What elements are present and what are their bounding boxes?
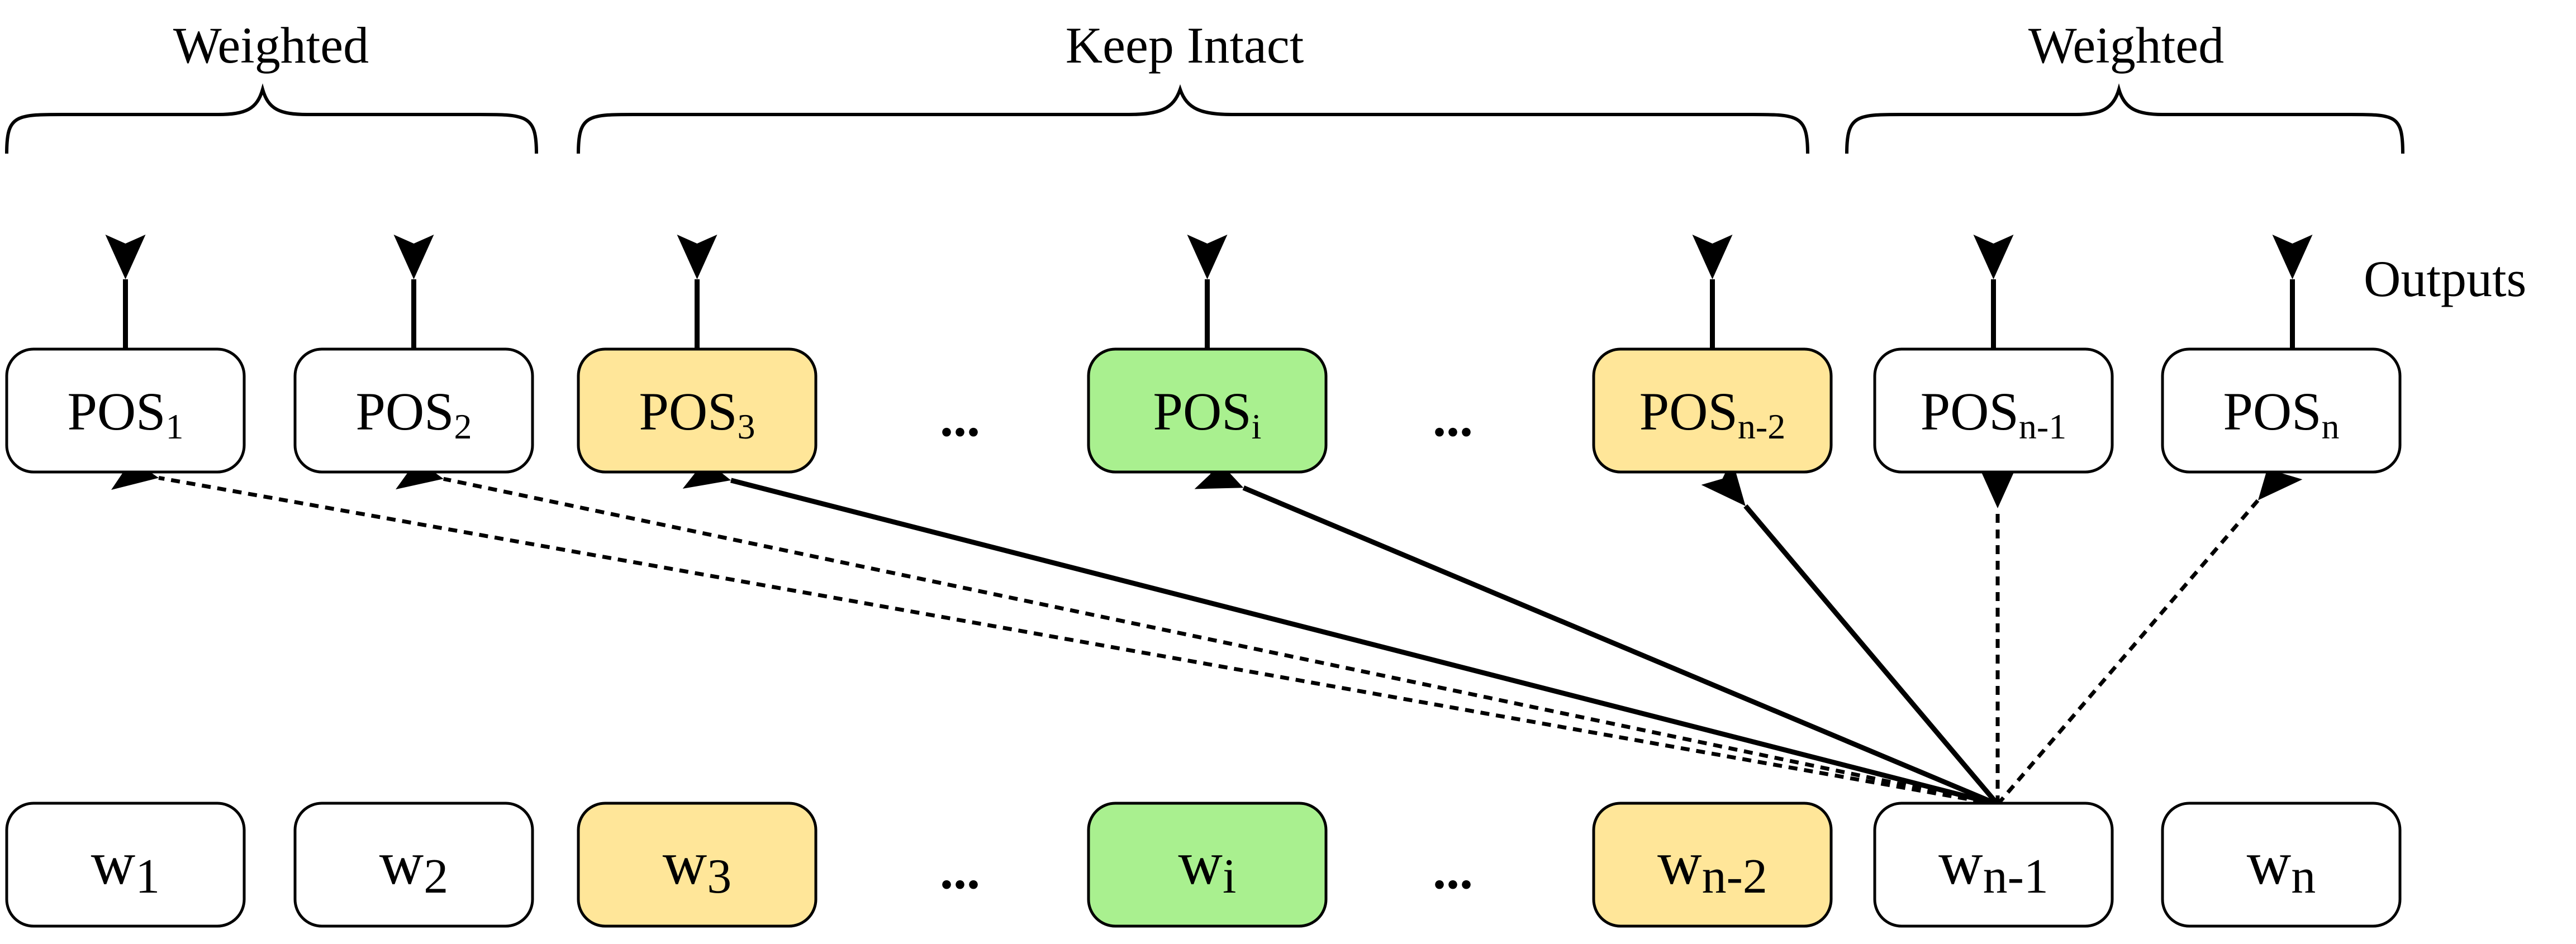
- word-label: w1: [91, 829, 160, 904]
- word-box: [293, 802, 534, 928]
- pos-node-n-2: POSn-2: [1592, 347, 1833, 474]
- pos-label: POSn-2: [1639, 382, 1785, 446]
- pos-node-1: POS1: [5, 347, 246, 474]
- pos-label: POS3: [639, 382, 755, 446]
- pos-node-3: POS3: [577, 347, 818, 474]
- word-label: wn-1: [1938, 829, 2049, 904]
- brace-left-weighted: [5, 83, 538, 154]
- pos-node-n: POSn: [2161, 347, 2402, 474]
- pos-box: [577, 347, 818, 474]
- word-node-n: wn: [2161, 802, 2402, 928]
- ellipsis-pos-right: ...: [1433, 388, 1473, 447]
- word-box: [1873, 802, 2114, 928]
- pos-label: POSn: [2223, 382, 2339, 446]
- group-label-keep-intact: Keep Intact: [1066, 17, 1304, 74]
- pos-label: POS1: [67, 382, 183, 446]
- pos-label: POS2: [355, 382, 472, 446]
- brace-keep-intact: [577, 84, 1809, 154]
- word-label: wi: [1178, 829, 1237, 904]
- brace-right-weighted: [1845, 83, 2404, 154]
- edge-to-pos-3: [682, 450, 1999, 807]
- pos-box: [5, 347, 246, 474]
- word-box: [2161, 802, 2402, 928]
- word-label: wn: [2247, 829, 2316, 904]
- pos-box: [1592, 347, 1833, 474]
- word-node-1: w1: [5, 802, 246, 928]
- pos-label: POSn-1: [1921, 382, 2066, 446]
- pos-box: [1087, 347, 1328, 474]
- word-box: [5, 802, 246, 928]
- pos-node-2: POS2: [293, 347, 534, 474]
- ellipsis-word-right: ...: [1433, 840, 1473, 900]
- pos-tag-row: POS1 POS2 POS3 POSi POSn-2 POSn-1 POSn: [5, 347, 2402, 474]
- pos-node-n-1: POSn-1: [1873, 347, 2114, 474]
- edge-to-pos-n-2: [1701, 459, 2000, 806]
- pos-box: [293, 347, 534, 474]
- ellipsis-pos-left: ...: [940, 388, 980, 447]
- edge-to-pos-i: [1194, 452, 1999, 807]
- edge-to-pos-1: [111, 450, 1998, 807]
- pos-node-i: POSi: [1087, 347, 1328, 474]
- word-box: [577, 802, 818, 928]
- word-node-n-1: wn-1: [1873, 802, 2114, 928]
- word-box: [1592, 802, 1833, 928]
- outputs-label: Outputs: [2364, 250, 2526, 307]
- pos-box: [2161, 347, 2402, 474]
- word-node-n-2: wn-2: [1592, 802, 1833, 928]
- output-arrows: [105, 235, 2313, 349]
- pos-label: POSi: [1153, 382, 1262, 446]
- word-node-2: w2: [293, 802, 534, 928]
- word-label: w3: [663, 829, 731, 904]
- ellipsis-word-left: ...: [940, 840, 980, 900]
- word-label: wn-2: [1657, 829, 1767, 904]
- word-node-3: w3: [577, 802, 818, 928]
- group-label-weighted-right: Weighted: [2028, 17, 2224, 74]
- pos-box: [1873, 347, 2114, 474]
- word-row: w1 w2 w3 wi wn-2 wn-1 wn: [5, 802, 2402, 928]
- word-box: [1087, 802, 1328, 928]
- word-node-i: wi: [1087, 802, 1328, 928]
- edge-to-pos-n: [1996, 453, 2303, 806]
- word-label: w2: [379, 829, 448, 904]
- group-label-weighted-left: Weighted: [173, 17, 369, 74]
- attention-edges: [111, 450, 2303, 807]
